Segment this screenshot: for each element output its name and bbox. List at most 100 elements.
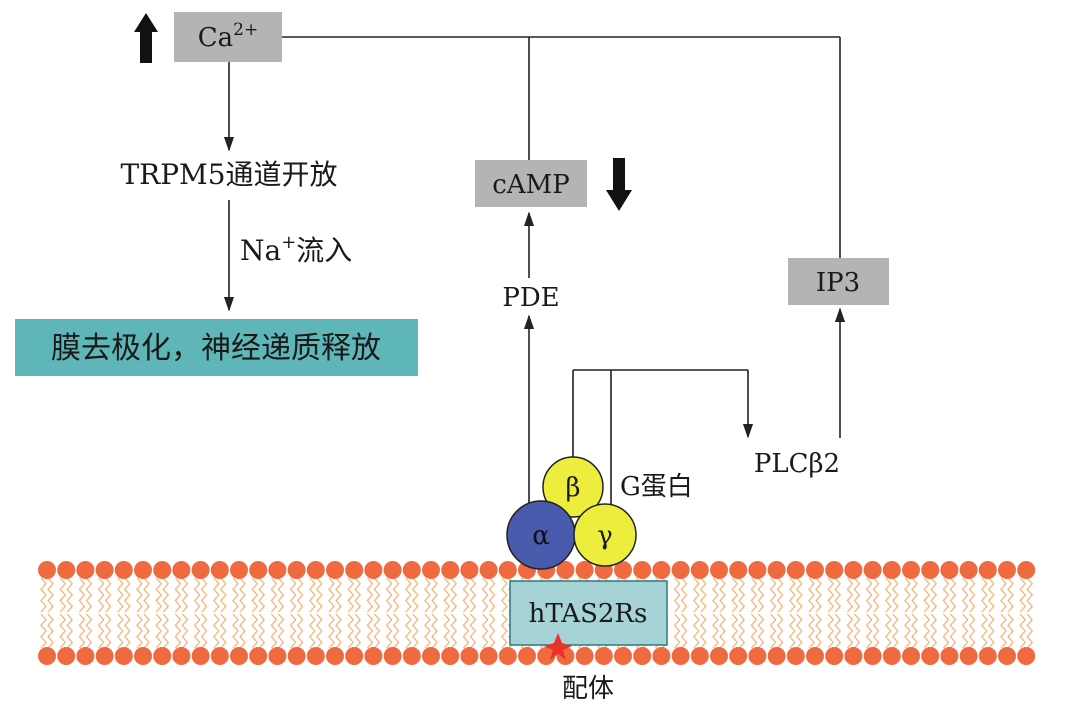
pde-label: PDE	[502, 283, 559, 313]
lipid-tail	[155, 613, 163, 649]
lipid-head	[767, 647, 786, 665]
lipid-head	[460, 561, 479, 579]
na-base: Na	[240, 234, 281, 267]
lipid-tail	[232, 577, 239, 613]
lipid-head	[690, 561, 709, 579]
lipid-head	[518, 647, 536, 665]
lipid-tail	[949, 613, 957, 649]
lipid-tail	[961, 613, 969, 649]
lipid-tail	[500, 577, 508, 613]
lipid-tail	[692, 613, 700, 649]
lipid-head	[671, 561, 690, 579]
lipid-head	[633, 561, 652, 579]
lipid-tail	[481, 613, 489, 649]
lipid-tail	[270, 613, 278, 649]
lipid-tail	[296, 577, 304, 613]
receptor-label: hTAS2Rs	[529, 599, 648, 629]
lipid-tail	[47, 613, 54, 649]
lipid-tail	[1007, 613, 1014, 649]
lipid-head	[172, 561, 191, 579]
lipid-tail	[769, 577, 777, 613]
lipid-tail	[404, 613, 412, 649]
lipid-tail	[373, 577, 381, 613]
lipid-tail	[123, 613, 131, 649]
lipid-head	[863, 647, 882, 665]
lipid-head	[921, 647, 940, 665]
ca-base: Ca	[198, 23, 233, 53]
lipid-head	[268, 561, 287, 579]
lipid-tail	[40, 613, 47, 649]
lipid-head	[614, 647, 632, 665]
lipid-tail	[385, 577, 393, 613]
lipid-head	[326, 647, 344, 665]
lipid-head	[882, 647, 901, 665]
lipid-tail	[116, 577, 124, 613]
lipid-tail	[424, 577, 431, 613]
lipid-tail	[930, 613, 938, 649]
lipid-head	[249, 647, 268, 665]
alpha-label: α	[532, 521, 550, 551]
lipid-tail	[315, 613, 323, 649]
lipid-head	[345, 561, 364, 579]
lipid-tail	[719, 613, 726, 649]
na-superscript: +	[281, 232, 296, 253]
lipid-head	[498, 647, 517, 665]
lipid-head	[134, 647, 152, 665]
lipid-tail	[891, 577, 899, 613]
lipid-head	[422, 647, 440, 665]
lipid-head	[345, 647, 364, 665]
lipid-head	[786, 647, 805, 665]
lipid-tail	[911, 577, 918, 613]
lipid-tail	[411, 613, 419, 649]
lipid-tail	[500, 613, 508, 649]
lipid-tail	[904, 613, 911, 649]
lipid-head	[959, 561, 978, 579]
lipid-head	[940, 647, 959, 665]
lipid-tail	[270, 577, 278, 613]
lipid-head	[38, 561, 56, 579]
gamma-label: γ	[597, 521, 613, 551]
lipid-head	[306, 561, 325, 579]
plc-label: PLCβ2	[754, 449, 840, 479]
lipid-tail	[968, 613, 976, 649]
lipid-tail	[200, 577, 208, 613]
lipid-tail	[719, 577, 726, 613]
lipid-tail	[776, 577, 784, 613]
lipid-tail	[834, 577, 842, 613]
lipid-tail	[788, 613, 796, 649]
lipid-tail	[373, 613, 381, 649]
lipid-tail	[78, 613, 86, 649]
lipid-tail	[769, 613, 777, 649]
lipid-head	[76, 561, 95, 579]
lipid-head	[998, 561, 1016, 579]
ca-box	[174, 12, 282, 62]
lipid-head	[383, 561, 402, 579]
lipid-tail	[795, 613, 803, 649]
lipid-tail	[97, 577, 105, 613]
lipid-tail	[846, 613, 854, 649]
lipid-head	[959, 647, 978, 665]
lipid-head	[114, 647, 133, 665]
lipid-tail	[143, 577, 150, 613]
na-rest: 流入	[296, 234, 352, 267]
lipid-tail	[961, 577, 969, 613]
lipid-tail	[308, 577, 316, 613]
lipid-tail	[808, 613, 815, 649]
lipid-tail	[212, 577, 220, 613]
lipid-head	[825, 561, 844, 579]
lipid-tail	[354, 577, 362, 613]
lipid-head	[978, 561, 997, 579]
lipid-head	[633, 647, 652, 665]
lipid-head	[748, 561, 767, 579]
ca-superscript: 2+	[233, 20, 258, 40]
lipid-tail	[104, 613, 112, 649]
lipid-tail	[181, 613, 189, 649]
lipid-head	[287, 561, 306, 579]
lipid-tail	[750, 577, 758, 613]
lipid-tail	[846, 577, 854, 613]
lipid-tail	[980, 577, 988, 613]
lipid-head	[402, 647, 421, 665]
lipid-head	[844, 561, 863, 579]
lipid-tail	[366, 577, 374, 613]
